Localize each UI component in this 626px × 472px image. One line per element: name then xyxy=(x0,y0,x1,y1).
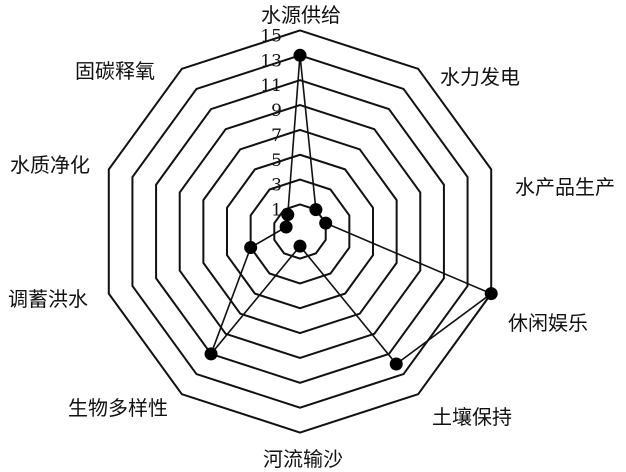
grid-ring-15 xyxy=(107,29,493,434)
grid-ring-13 xyxy=(131,54,469,409)
axis-label-8: 调蓄洪水 xyxy=(8,287,88,311)
tick-leader xyxy=(283,129,301,136)
axis-label-5: 土壤保持 xyxy=(432,405,512,429)
data-point-7 xyxy=(204,347,218,361)
data-point-2 xyxy=(309,203,323,217)
tick-label: 3 xyxy=(271,176,282,196)
axis-label-9: 水质净化 xyxy=(10,153,90,177)
axis-label-2: 水力发电 xyxy=(440,65,520,89)
data-point-4 xyxy=(484,287,498,301)
tick-label: 11 xyxy=(260,76,282,96)
data-point-1 xyxy=(293,48,307,62)
radar-grid-rings xyxy=(107,29,493,434)
data-point-9 xyxy=(279,220,293,234)
axis-label-7: 生物多样性 xyxy=(68,396,168,420)
data-point-10 xyxy=(281,208,295,222)
data-point-8 xyxy=(244,241,258,255)
grid-ring-11 xyxy=(155,79,445,384)
tick-leader xyxy=(283,104,301,111)
tick-label: 1 xyxy=(271,200,282,220)
axis-label-6: 河流输沙 xyxy=(263,447,343,471)
tick-label: 13 xyxy=(260,51,282,71)
grid-ring-3 xyxy=(249,178,351,285)
data-point-3 xyxy=(319,216,333,230)
tick-leader xyxy=(283,29,301,37)
tick-leader xyxy=(283,178,301,186)
axis-label-3: 水产品生产 xyxy=(515,175,615,199)
grid-ring-9 xyxy=(178,103,422,360)
data-point-5 xyxy=(389,357,403,371)
grid-ring-7 xyxy=(202,128,398,335)
axis-label-1: 水源供给 xyxy=(261,3,341,27)
tick-label: 5 xyxy=(271,151,282,171)
data-point-6 xyxy=(293,239,307,253)
grid-ring-5 xyxy=(226,153,374,310)
tick-label: 7 xyxy=(271,126,282,146)
axis-label-4: 休闲娱乐 xyxy=(508,311,588,335)
axis-label-10: 固碳释氧 xyxy=(75,59,155,83)
tick-label: 9 xyxy=(271,101,282,121)
tick-label: 15 xyxy=(260,26,282,46)
radar-series xyxy=(204,48,498,371)
